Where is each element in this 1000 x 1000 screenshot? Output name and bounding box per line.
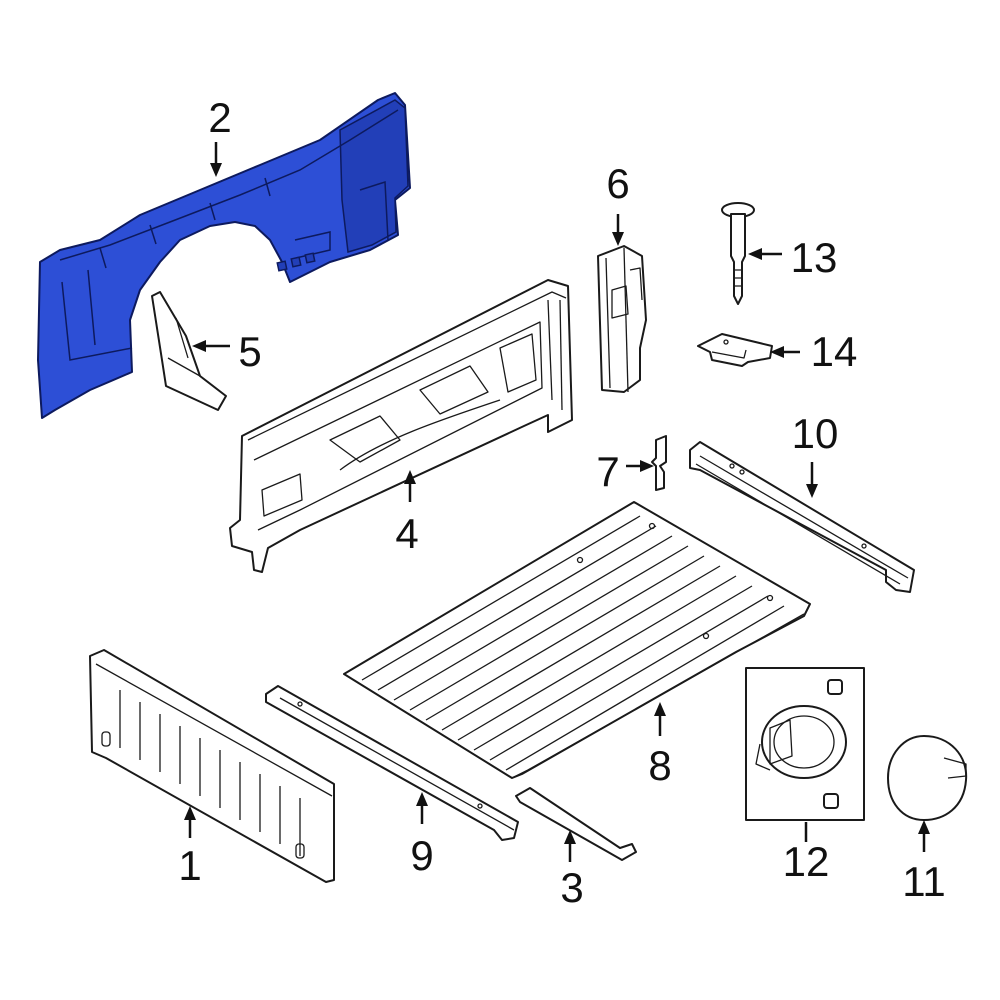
- part-13-bolt[interactable]: [721, 202, 755, 305]
- part-8-floor[interactable]: [343, 501, 811, 779]
- callout-12: 12: [783, 838, 830, 885]
- callout-14-arrow: [770, 346, 800, 358]
- part-14-plate[interactable]: [697, 333, 773, 367]
- callout-4-arrow: [404, 470, 416, 502]
- part-4-front-panel[interactable]: [229, 279, 573, 573]
- callout-11: 11: [902, 858, 946, 905]
- part-12-kit[interactable]: [745, 667, 865, 821]
- callout-9-arrow: [416, 792, 428, 824]
- callout-2-arrow: [210, 142, 222, 177]
- callout-3-arrow: [564, 830, 576, 862]
- callout-14: 14: [811, 328, 858, 375]
- callout-4: 4: [395, 510, 418, 557]
- callout-5: 5: [238, 328, 261, 375]
- part-9-sill[interactable]: [265, 685, 519, 841]
- callout-7-arrow: [626, 460, 654, 472]
- part-1-tailgate[interactable]: [89, 649, 335, 883]
- callout-11-arrow: [918, 820, 930, 852]
- callout-3: 3: [560, 864, 583, 911]
- part-3-rod[interactable]: [515, 787, 637, 861]
- part-2-inner-panel[interactable]: [37, 92, 411, 419]
- callout-13: 13: [791, 234, 838, 281]
- callout-9: 9: [410, 832, 433, 879]
- callout-7: 7: [596, 448, 619, 495]
- callout-5-arrow: [192, 340, 230, 352]
- callout-13-arrow: [748, 248, 782, 260]
- callout-10: 10: [792, 410, 839, 457]
- callout-6-arrow: [612, 214, 624, 246]
- part-5-bracket[interactable]: [151, 291, 227, 411]
- callout-2: 2: [208, 94, 231, 141]
- callout-8: 8: [648, 742, 671, 789]
- part-11-door[interactable]: [887, 735, 968, 821]
- part-10-rail[interactable]: [689, 441, 915, 593]
- callout-1: 1: [178, 842, 201, 889]
- callout-8-arrow: [654, 702, 666, 736]
- callout-10-arrow: [806, 462, 818, 498]
- part-7-clip[interactable]: [651, 435, 667, 491]
- callout-1-arrow: [184, 806, 196, 838]
- callout-6: 6: [606, 160, 629, 207]
- part-6-pillar[interactable]: [597, 245, 647, 393]
